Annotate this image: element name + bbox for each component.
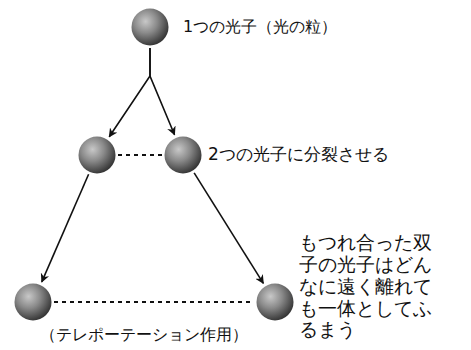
photon-sphere: 1つの光子（光の粒）: [131, 8, 169, 46]
photon-sphere: 2つの光子に分裂させる: [164, 136, 202, 174]
node-caption: 1つの光子（光の粒）: [183, 18, 337, 36]
sphere-shape: [78, 136, 116, 174]
sphere-shape: [164, 136, 202, 174]
photon-sphere: [14, 283, 52, 321]
entanglement-link: [54, 301, 254, 303]
node-caption: 2つの光子に分裂させる: [208, 145, 389, 165]
photon-sphere: [78, 136, 116, 174]
sphere-fill: [14, 283, 51, 320]
split-arrow: [150, 48, 175, 135]
entanglement-link: [118, 154, 162, 156]
node-caption: もつれ合った双子の光子はどんなに遠く離れても一体としてふるまう: [299, 232, 432, 341]
split-arrow: [194, 173, 263, 284]
split-arrow: [109, 48, 150, 137]
sphere-fill: [131, 8, 168, 45]
sphere-shape: [131, 8, 169, 46]
sphere-fill: [256, 283, 293, 320]
sphere-fill: [164, 136, 201, 173]
effect-label: （テレポーテーション作用）: [40, 326, 248, 344]
split-arrow: [42, 174, 89, 282]
sphere-shape: [14, 283, 52, 321]
sphere-fill: [78, 136, 115, 173]
sphere-shape: [256, 283, 294, 321]
photon-sphere: もつれ合った双子の光子はどんなに遠く離れても一体としてふるまう: [256, 283, 294, 321]
